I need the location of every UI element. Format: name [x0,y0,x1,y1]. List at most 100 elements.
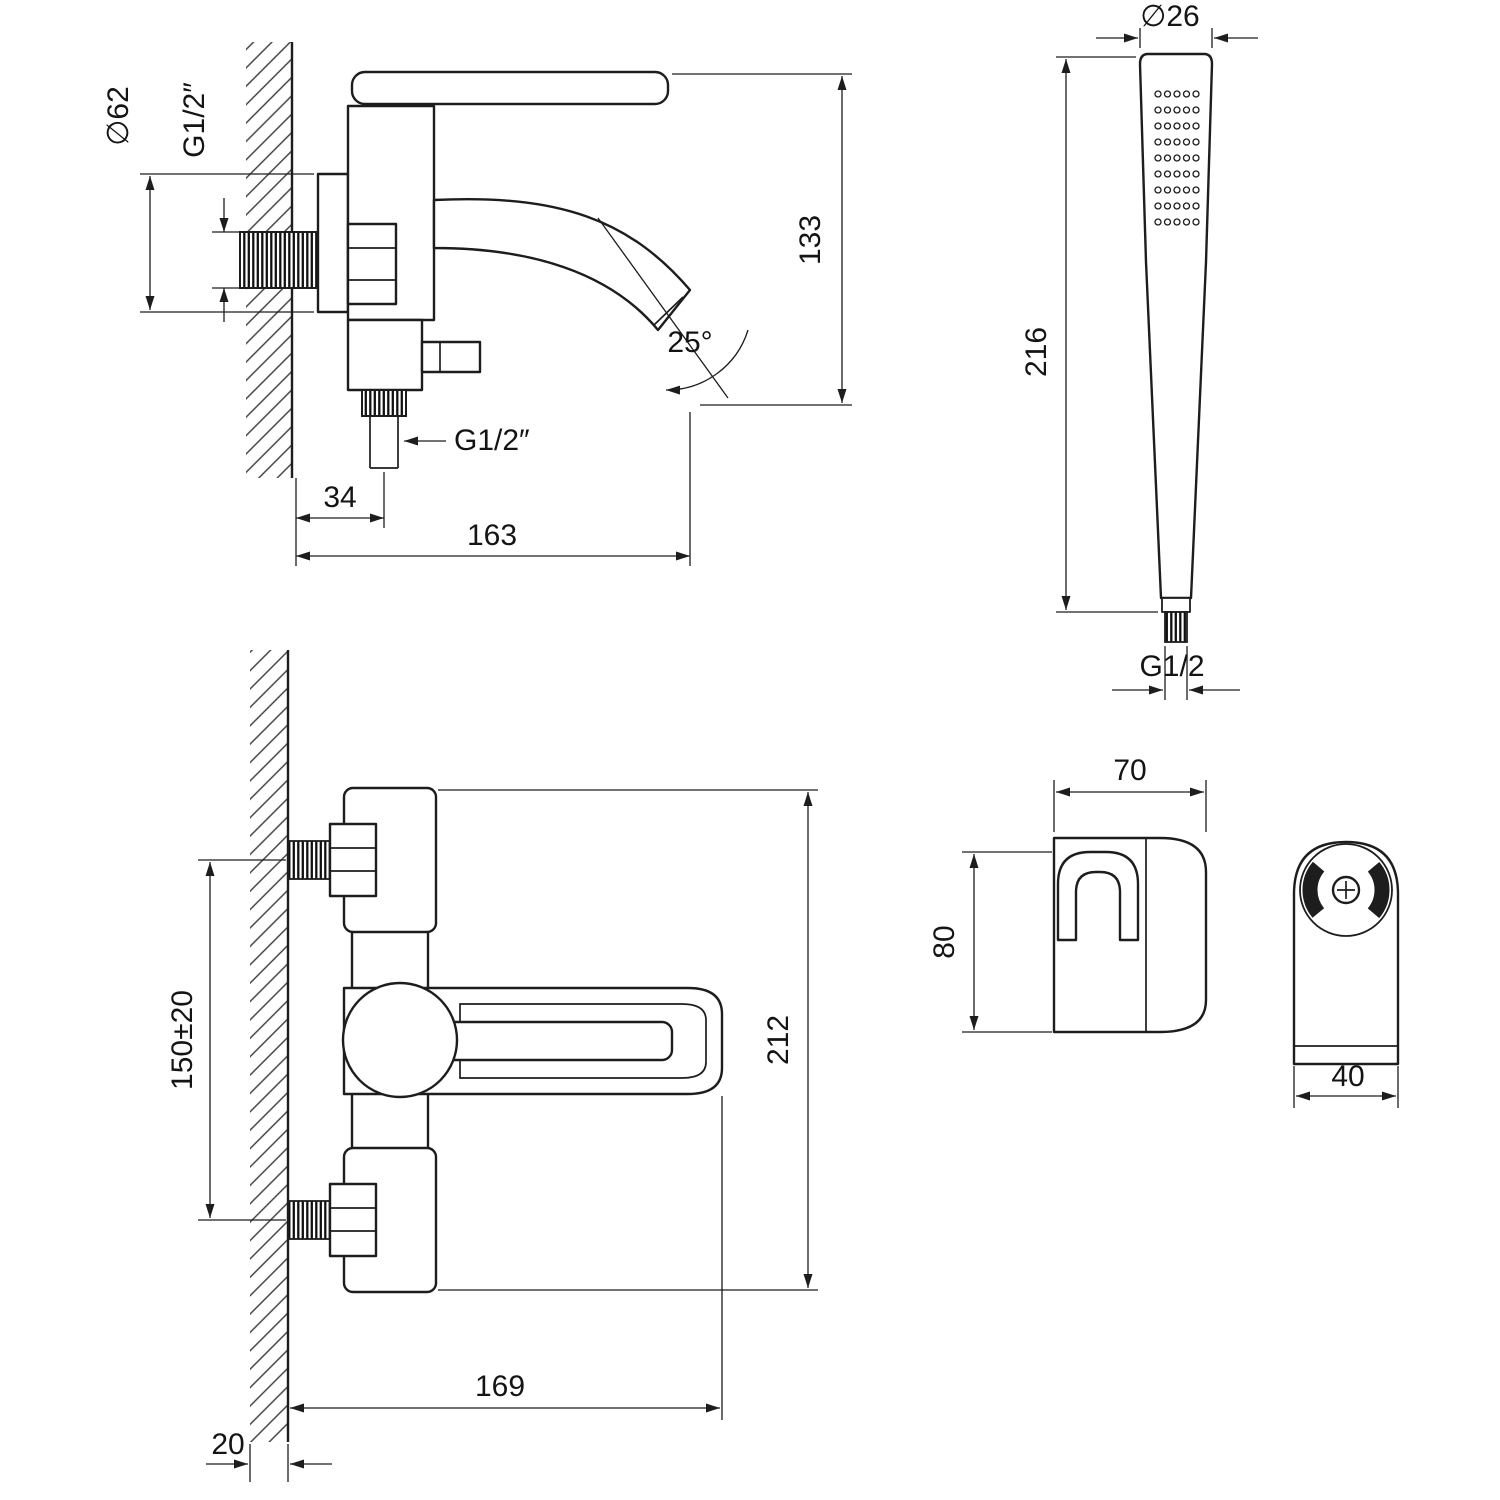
dim-label-height-133: 133 [794,215,827,265]
inlet-pipe-thread [239,231,321,289]
spray-face-dots [1154,90,1200,226]
dim-reach-163: 163 [296,412,691,566]
outlet-pipe [369,416,399,469]
dim-shower-thread: G1/2 [1112,646,1240,700]
dim-label-holder-width-70: 70 [1113,754,1146,787]
dim-label-inlet-thread: G1/2″ [178,82,211,158]
dim-offset-34: 34 [295,472,385,566]
dim-label-reach-163: 163 [467,519,517,552]
dim-label-height-212: 212 [762,1015,795,1065]
spray-dot [1163,122,1172,130]
dim-holder-height-80: 80 [928,851,1052,1033]
shower-thread-stub [1164,611,1188,643]
holder-side-view: 70 80 [928,754,1208,1034]
holder-hook [1056,850,1140,942]
dim-height-212: 212 [438,789,818,1291]
dim-label-flange-diameter: ∅62 [102,86,135,146]
spray-dot [1192,154,1200,162]
screw-icon [1331,875,1361,905]
spray-dot [1182,122,1191,130]
hex-nut-side [346,222,398,306]
dim-height-133: 133 [672,73,852,406]
dim-label-wall-thickness-20: 20 [211,1428,244,1461]
spray-dot [1154,202,1162,210]
handle-base-circle [341,981,459,1099]
dim-holder-depth-40: 40 [1293,1060,1399,1108]
body-columns [350,932,430,1148]
dim-label-head-diameter: ∅26 [1140,0,1200,33]
spray-dot [1182,170,1191,178]
dim-label-length-216: 216 [1020,327,1053,377]
spray-dot [1182,218,1191,226]
hand-shower-view: ∅26 216 G1/2 [1020,0,1258,700]
spray-dot [1163,170,1172,178]
dim-flange-diameter: ∅62 [102,86,314,313]
top-hex-nut [328,822,378,898]
spray-dot [1173,202,1181,210]
dim-holder-width-70: 70 [1053,754,1207,832]
spray-dot [1163,154,1172,162]
spray-dot [1173,138,1181,146]
spray-dot [1173,122,1181,130]
spray-dot [1154,154,1162,162]
spray-dot [1154,90,1162,98]
bottom-inlet-pipe [287,1200,331,1240]
dim-label-width-169: 169 [475,1370,525,1403]
mixer-body-side [346,70,692,469]
dim-label-outlet-thread: G1/2″ [454,424,530,457]
shower-connector [1161,597,1191,613]
spray-dot [1154,170,1162,178]
spray-dot [1182,138,1191,146]
top-inlet-pipe [287,840,331,880]
spray-dot [1173,90,1181,98]
spout-front-inner [459,1003,707,1079]
shower-outlet-thread [361,389,407,417]
spout-side [432,198,692,332]
wall-section-front [250,650,290,1442]
spray-dot [1173,170,1181,178]
spray-dot [1154,122,1162,130]
lever-handle-side [350,70,670,106]
aerator-line [653,296,684,326]
spray-dot [1173,186,1181,194]
diverter-body [346,318,424,392]
spray-dot [1192,122,1200,130]
spray-dot [1173,106,1181,114]
dim-length-216: 216 [1020,56,1158,613]
spray-dot [1192,106,1200,114]
spray-dot [1173,218,1181,226]
spray-dot [1154,218,1162,226]
dim-inlet-spacing: 150±20 [166,859,286,1221]
dim-label-inlet-spacing: 150±20 [166,990,199,1090]
swivel-wings [1302,846,1390,934]
spray-dot [1192,90,1200,98]
bottom-hex-nut [328,1182,378,1258]
spray-dot [1163,138,1172,146]
spray-dot [1192,218,1200,226]
dim-outlet-thread: G1/2″ [404,424,530,457]
side-view: ∅62 G1/2″ 133 25° G1/2″ [102,42,852,566]
spray-dot [1182,106,1191,114]
spray-dot [1182,90,1191,98]
holder-front-view: 40 [1292,840,1400,1108]
wall-flange [316,172,350,314]
dim-label-holder-height-80: 80 [928,925,961,958]
dim-label-holder-depth-40: 40 [1331,1060,1364,1093]
diverter-knob [420,340,482,374]
spray-dot [1163,90,1172,98]
spray-dot [1154,106,1162,114]
spray-dot [1182,202,1191,210]
dim-label-offset-34: 34 [323,481,356,514]
dim-inlet-thread: G1/2″ [178,82,242,322]
spray-dot [1163,106,1172,114]
spray-dot [1192,202,1200,210]
spray-dot [1154,138,1162,146]
spray-dot [1163,202,1172,210]
spray-dot [1182,154,1191,162]
spray-dot [1163,218,1172,226]
dim-label-spout-angle: 25° [667,326,712,359]
spray-dot [1173,154,1181,162]
hand-shower-outline [1138,52,1214,600]
